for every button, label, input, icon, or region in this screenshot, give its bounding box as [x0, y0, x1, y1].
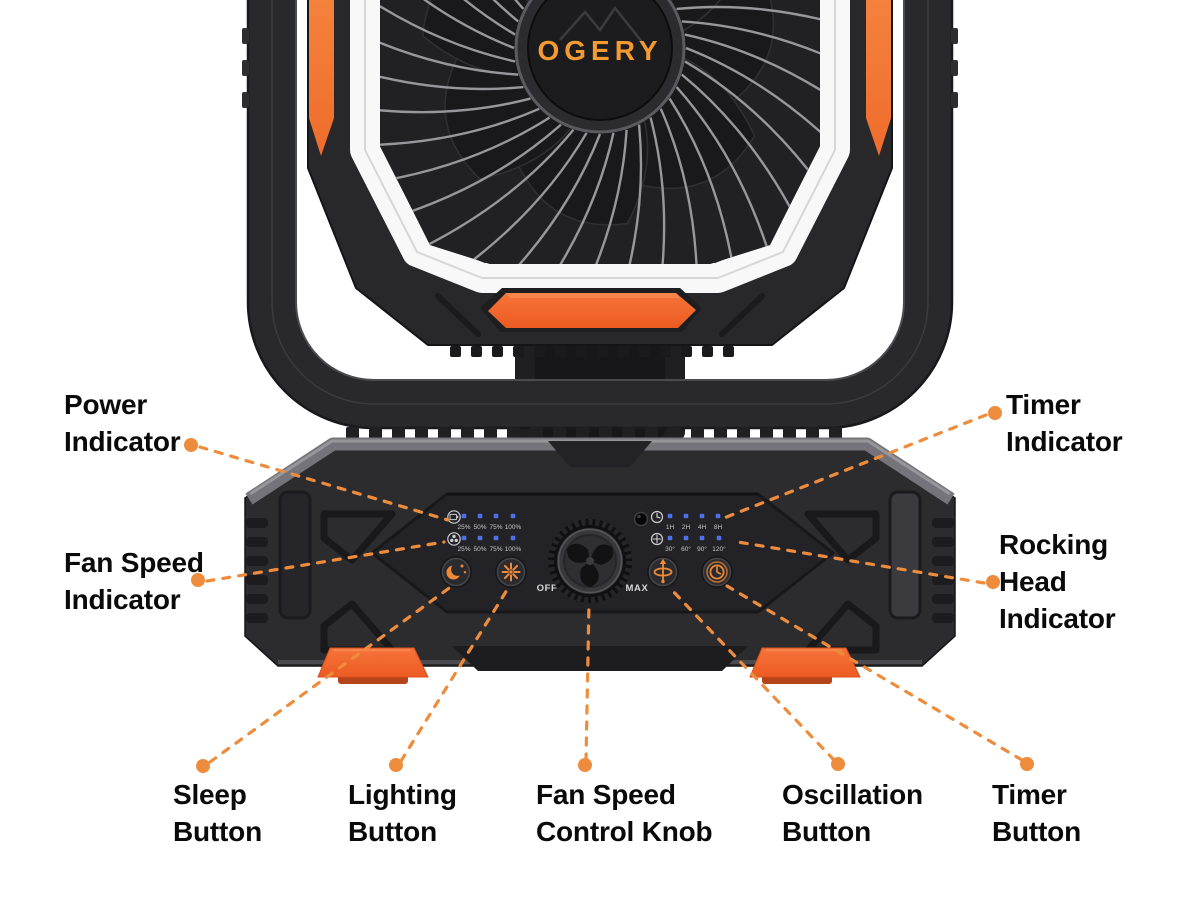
- callout-line: Oscillation: [782, 779, 923, 810]
- callout-timer-button: Timer Button: [992, 776, 1081, 850]
- rotation-arrow-icon: [653, 558, 673, 584]
- clock-icon: [706, 561, 728, 583]
- callout-line: Timer: [992, 779, 1067, 810]
- control-panel: 25% 50% 75% 100% 25% 50% 75% 100%: [370, 492, 835, 614]
- timer-indicator-row: 1H 2H 4H 8H: [650, 510, 723, 531]
- timer-level-label: 2H: [682, 524, 691, 531]
- knob-off-label: OFF: [537, 583, 558, 594]
- head-accent-button: [488, 293, 696, 328]
- led-dots: [667, 513, 721, 519]
- callout-line: Power: [64, 389, 148, 420]
- led-dots: [461, 513, 516, 519]
- leader-fan-speed: [205, 540, 446, 583]
- fan-speed-control-knob[interactable]: [548, 519, 632, 603]
- callout-rocking-head-indicator: Rocking Head Indicator: [999, 526, 1116, 637]
- callout-line: Lighting: [348, 779, 457, 810]
- head-ribs: [450, 346, 734, 357]
- base-groove: [804, 510, 880, 564]
- timer-level-label: 1H: [666, 524, 675, 531]
- callout-line: Head: [999, 566, 1067, 597]
- speed-level-label: 100%: [505, 546, 522, 553]
- leader-power: [198, 445, 450, 522]
- callout-fan-speed-control-knob: Fan Speed Control Knob: [536, 776, 713, 850]
- callout-oscillation-button: Oscillation Button: [782, 776, 923, 850]
- fan-speed-indicator-row: 25% 50% 75% 100%: [447, 532, 522, 553]
- rotation-icon: [650, 532, 664, 546]
- callout-line: Indicator: [64, 584, 181, 615]
- fan-grill: [380, 0, 820, 264]
- speed-level-label: 75%: [489, 546, 502, 553]
- power-indicator-row: 25% 50% 75% 100%: [447, 510, 522, 531]
- fan-blade-icon: [566, 543, 614, 588]
- clock-icon: [650, 510, 664, 524]
- angle-level-label: 90°: [697, 545, 707, 553]
- foot-left: [317, 647, 429, 684]
- rocking-head-indicator-row: 30° 60° 90° 120°: [650, 532, 726, 553]
- callout-line: Indicator: [999, 603, 1116, 634]
- leader-lines: [198, 413, 1024, 764]
- knob-max-label: MAX: [626, 583, 649, 594]
- leader-timer-indicator: [722, 413, 988, 520]
- head-side-accent-right: [866, 0, 891, 156]
- lighting-button[interactable]: [495, 556, 527, 588]
- callout-line: Indicator: [1006, 426, 1123, 457]
- sunburst-icon: [501, 562, 521, 582]
- led-dots: [461, 535, 516, 541]
- timer-button[interactable]: [701, 556, 733, 588]
- callout-fan-speed-indicator: Fan Speed Indicator: [64, 544, 204, 618]
- base-bottom-recess: [452, 646, 748, 671]
- led-dots: [667, 535, 722, 541]
- callout-power-indicator: Power Indicator: [64, 386, 181, 460]
- power-level-label: 100%: [505, 524, 522, 531]
- sleep-button[interactable]: [440, 556, 472, 588]
- leader-oscillation: [667, 585, 836, 762]
- mountain-icon: [559, 5, 643, 43]
- callout-line: Button: [348, 816, 437, 847]
- power-level-label: 50%: [473, 524, 486, 531]
- head-side-accent-left: [309, 0, 334, 156]
- fan-head: OGERY: [307, 0, 893, 442]
- callout-line: Control Knob: [536, 816, 713, 847]
- fan-icon: [447, 532, 461, 546]
- leader-sleep: [208, 584, 454, 764]
- callout-line: Timer: [1006, 389, 1081, 420]
- callout-line: Indicator: [64, 426, 181, 457]
- callout-sleep-button: Sleep Button: [173, 776, 262, 850]
- leader-lighting: [399, 588, 509, 763]
- oscillation-button[interactable]: [647, 556, 679, 588]
- base-unit: 25% 50% 75% 100% 25% 50% 75% 100%: [244, 427, 956, 684]
- brand-logo: OGERY: [537, 35, 662, 66]
- callout-lighting-button: Lighting Button: [348, 776, 457, 850]
- timer-level-label: 4H: [698, 524, 707, 531]
- callout-line: Fan Speed: [64, 547, 204, 578]
- moon-stars-icon: [446, 563, 467, 580]
- leader-knob: [584, 601, 591, 763]
- callout-line: Button: [992, 816, 1081, 847]
- fan-hub: OGERY: [514, 0, 686, 134]
- leader-rocking-head: [730, 539, 986, 585]
- angle-level-label: 120°: [712, 545, 726, 553]
- angle-level-label: 30°: [665, 545, 675, 553]
- callout-timer-indicator: Timer Indicator: [1006, 386, 1123, 460]
- speed-level-label: 25%: [457, 546, 470, 553]
- power-level-label: 75%: [489, 524, 502, 531]
- timer-level-label: 8H: [714, 524, 723, 531]
- base-groove: [320, 510, 396, 564]
- angle-level-label: 60°: [681, 545, 691, 553]
- sensor-dome: [633, 511, 649, 527]
- power-level-label: 25%: [457, 524, 470, 531]
- callout-line: Button: [782, 816, 871, 847]
- callout-line: Rocking: [999, 529, 1109, 560]
- battery-icon: [447, 510, 461, 524]
- callout-line: Sleep: [173, 779, 247, 810]
- leader-dots: [184, 406, 1034, 773]
- callout-line: Button: [173, 816, 262, 847]
- speed-level-label: 50%: [473, 546, 486, 553]
- foot-right: [749, 647, 861, 684]
- callout-line: Fan Speed: [536, 779, 676, 810]
